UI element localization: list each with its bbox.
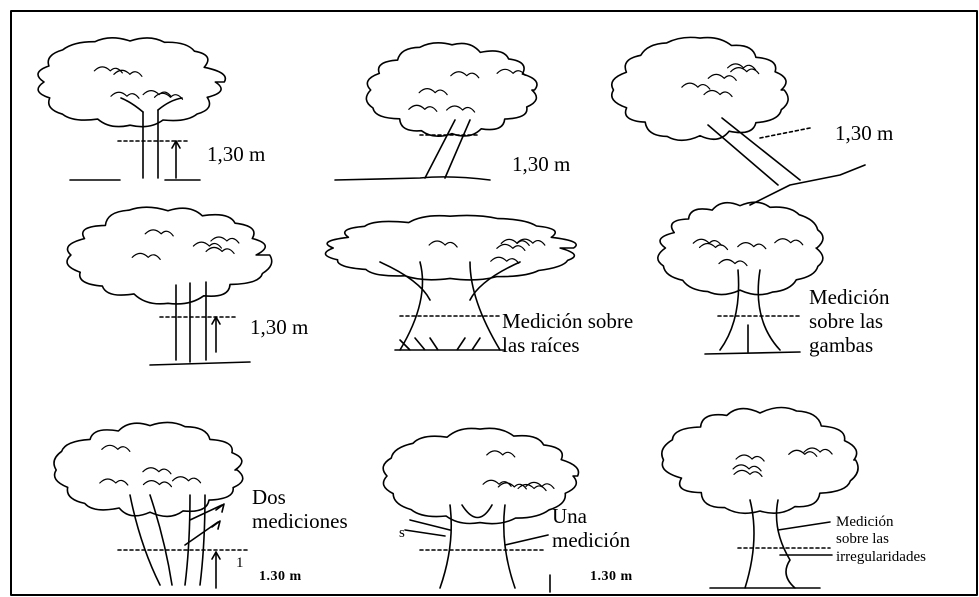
tree9-pointers bbox=[778, 522, 832, 555]
mark-two-stems: 1 bbox=[236, 555, 244, 572]
label-two-stems-line-1: Dos bbox=[252, 485, 348, 509]
tree2-crown-detail bbox=[451, 72, 479, 78]
tree1-crown-detail bbox=[94, 67, 122, 73]
tree6-crown-detail bbox=[738, 243, 766, 249]
label-roots-line-1: Medición sobre bbox=[502, 309, 633, 333]
tree5-crown-detail bbox=[517, 239, 545, 245]
tree4-crown-detail bbox=[132, 253, 160, 259]
label-one-measure-line-1: Una bbox=[552, 504, 630, 528]
tree7-pointer-heads bbox=[212, 504, 224, 529]
tree4-crown-detail bbox=[193, 242, 221, 248]
label-irregular-line-1: Medición bbox=[836, 514, 926, 531]
tree7-crown-detail bbox=[143, 481, 171, 487]
tree4-crown bbox=[67, 207, 272, 304]
tree1-crown-detail bbox=[114, 70, 142, 76]
tree1-crown-detail bbox=[111, 92, 139, 98]
tree6-crown-detail bbox=[775, 239, 803, 245]
label-buttress-line-2: sobre las bbox=[809, 309, 889, 333]
label-slope-tree: 1,30 m bbox=[835, 121, 893, 145]
tree8-trunk bbox=[440, 505, 515, 588]
tree1-crown bbox=[38, 38, 225, 127]
tree4-ground bbox=[150, 362, 250, 365]
mark-one-measure: s bbox=[399, 525, 405, 542]
tree3-dbh-line bbox=[760, 128, 810, 138]
label-forked-low-tree: 1,30 m bbox=[250, 315, 308, 339]
tree5-crown-detail bbox=[429, 241, 457, 247]
tree2-crown-detail bbox=[447, 106, 475, 112]
scale-two-stems: 1.30 m bbox=[259, 569, 302, 585]
tree2-trunk bbox=[425, 120, 470, 178]
tree2-crown-detail bbox=[419, 89, 447, 95]
tree1-branches bbox=[121, 98, 182, 112]
tree8-branch-lines bbox=[405, 520, 450, 536]
tree8-crown-detail bbox=[487, 451, 515, 457]
tree4-trunks bbox=[176, 282, 206, 362]
tree7-crown-detail bbox=[173, 477, 201, 483]
tree2-crown-detail bbox=[409, 105, 437, 111]
label-irregular-line-2: sobre las bbox=[836, 531, 926, 548]
tree5-roots bbox=[395, 338, 505, 350]
tree9-crown bbox=[662, 407, 858, 513]
tree3-crown bbox=[612, 37, 788, 140]
tree2-crown-detail bbox=[497, 69, 525, 75]
tree6-crown-detail bbox=[719, 260, 747, 266]
tree6-crown-detail bbox=[700, 243, 728, 249]
label-two-stems-tree: Dos mediciones bbox=[252, 485, 348, 533]
tree1-trunk bbox=[143, 110, 158, 178]
tree6-crown-detail bbox=[693, 239, 721, 245]
label-irregular-line-3: irregularidades bbox=[836, 549, 926, 566]
label-one-measure-line-2: medición bbox=[552, 528, 630, 552]
label-two-stems-line-2: mediciones bbox=[252, 509, 348, 533]
label-one-measure-tree: Una medición bbox=[552, 504, 630, 552]
label-buttress-tree: Medición sobre las gambas bbox=[809, 285, 889, 357]
label-buttress-line-1: Medición bbox=[809, 285, 889, 309]
tree8-pointer bbox=[505, 535, 548, 545]
tree5-trunk bbox=[400, 262, 500, 350]
tree5-crown-detail bbox=[497, 244, 525, 250]
tree6-crown bbox=[658, 202, 823, 295]
tree7-crown bbox=[54, 422, 243, 516]
tree9-crown-detail bbox=[789, 450, 817, 456]
tree2-crown bbox=[366, 43, 537, 136]
label-roots-tree: Medición sobre las raíces bbox=[502, 309, 633, 357]
tree9-crown-detail bbox=[733, 465, 761, 471]
label-irregular-tree: Medición sobre las irregularidades bbox=[836, 514, 926, 566]
tree2-ground bbox=[335, 177, 490, 180]
tree6-ground bbox=[705, 352, 800, 354]
tree3-crown-detail bbox=[708, 74, 736, 80]
label-roots-line-2: las raíces bbox=[502, 333, 633, 357]
tree7-stems bbox=[130, 495, 205, 585]
scale-one-measure: 1.30 m bbox=[590, 569, 633, 585]
tree7-crown-detail bbox=[100, 479, 128, 485]
label-leaning-tree: 1,30 m bbox=[512, 152, 570, 176]
tree6-trunk bbox=[720, 270, 780, 352]
tree5-branches bbox=[380, 262, 520, 300]
tree9-crown-detail bbox=[734, 470, 762, 476]
tree7-crown-detail bbox=[102, 445, 130, 451]
label-buttress-line-3: gambas bbox=[809, 333, 889, 357]
tree3-crown-detail bbox=[704, 91, 732, 97]
tree4-crown-detail bbox=[211, 237, 239, 243]
tree9-crown-detail bbox=[804, 448, 832, 454]
tree9-crown-detail bbox=[736, 455, 764, 461]
tree3-crown-detail bbox=[682, 83, 710, 89]
tree3-slope bbox=[750, 165, 865, 205]
tree5-crown bbox=[325, 215, 576, 279]
tree5-crown-detail bbox=[491, 257, 519, 263]
tree8-crown bbox=[383, 428, 578, 523]
tree7-crown-detail bbox=[143, 468, 171, 474]
tree4-crown-detail bbox=[206, 247, 234, 253]
tree4-crown-detail bbox=[145, 230, 173, 236]
label-straight-tree: 1,30 m bbox=[207, 142, 265, 166]
